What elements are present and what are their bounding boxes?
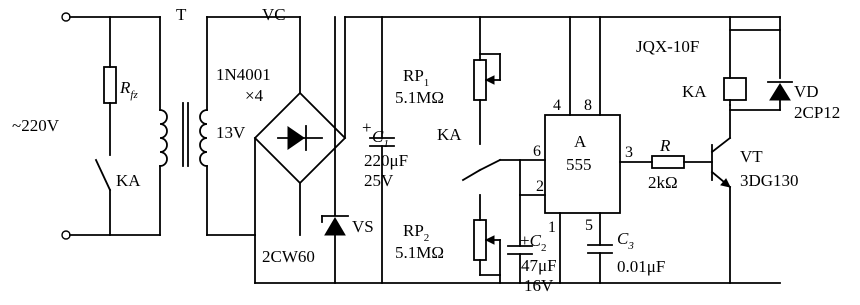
ic-part: 555 (566, 155, 592, 174)
c2-value: 47μF (521, 256, 557, 275)
bridge-rectifier-vc (206, 16, 347, 284)
resistor-r-label: R (659, 136, 671, 155)
resistor-r (651, 155, 713, 169)
bridge-diode-type: 1N4001 (216, 65, 271, 84)
transformer-t (159, 16, 208, 236)
relay-contact-mid-label: KA (437, 125, 462, 144)
transistor-vt (710, 104, 732, 284)
bridge-diode-count: ×4 (245, 86, 264, 105)
input-voltage-label: ~220V (12, 116, 60, 135)
ic-555 (544, 16, 653, 284)
potentiometer-rp2 (473, 194, 501, 284)
diode-vd-type: 2CP12 (794, 103, 840, 122)
transformer-primary (159, 109, 168, 167)
rp1-value: 5.1MΩ (395, 88, 444, 107)
c1-label: C1 (372, 127, 389, 150)
ic-pin-1: 1 (548, 219, 556, 236)
ic-body (544, 114, 621, 214)
resistor-r-value: 2kΩ (648, 173, 678, 192)
capacitor-c1 (369, 16, 395, 284)
relay-contact-ka-mid (461, 158, 502, 182)
ac-input-terminals (61, 12, 161, 240)
bridge-label: VC (262, 5, 286, 24)
ic-pin-2: 2 (536, 178, 544, 195)
vt-type: 3DG130 (740, 171, 799, 190)
resistor-r-body (651, 155, 685, 169)
zener-vs (321, 16, 349, 284)
capacitor-c3 (587, 244, 613, 284)
left-branch (94, 16, 117, 236)
diode-vd-label: VD (794, 82, 819, 101)
diode-vd-icon (769, 83, 791, 101)
rp1-label: RP1 (403, 66, 429, 89)
relay-coil-ka (723, 16, 747, 106)
c2-voltage: 16V (524, 276, 554, 295)
vt-emitter-arrow (720, 178, 731, 188)
relay-coil-label: KA (682, 82, 707, 101)
potentiometer-rp1 (473, 16, 501, 145)
c3-label: C3 (617, 229, 634, 252)
input-terminal-bottom (61, 230, 71, 240)
ic-pin-4: 4 (553, 97, 561, 114)
rp2-body (473, 219, 487, 261)
zener-vs-label: VS (352, 217, 374, 236)
vt-label: VT (740, 147, 763, 166)
resistor-rfz (103, 66, 117, 104)
ic-pin-5: 5 (585, 217, 593, 234)
input-terminal-top (61, 12, 71, 22)
ic-name: A (574, 132, 587, 151)
rp2-label: RP2 (403, 221, 429, 244)
rp2-value: 5.1MΩ (395, 243, 444, 262)
transformer-secondary (199, 109, 208, 167)
relay-model: JQX-10F (636, 37, 699, 56)
c1-value: 220μF (364, 151, 408, 170)
ic-pin-3: 3 (625, 144, 633, 161)
c3-value: 0.01μF (617, 257, 665, 276)
rp1-body (473, 59, 487, 101)
transformer-label: T (176, 5, 187, 24)
ic-pin-6: 6 (533, 143, 541, 160)
relay-coil-body (723, 77, 747, 101)
ic-pin-8: 8 (584, 97, 592, 114)
transformer-secondary-label: 13V (216, 123, 246, 142)
relay-contact-left-label: KA (116, 171, 141, 190)
c1-plus: + (362, 118, 372, 137)
zener-vs-icon (324, 217, 346, 236)
relay-contact-ka-left (94, 158, 112, 192)
resistor-rfz-label: Rfz (119, 78, 138, 101)
zener-vs-type: 2CW60 (262, 247, 315, 266)
c2-label: +C2 (520, 231, 546, 254)
diode-vd (729, 16, 793, 111)
capacitor-c2 (507, 194, 533, 284)
c1-voltage: 25V (364, 171, 394, 190)
